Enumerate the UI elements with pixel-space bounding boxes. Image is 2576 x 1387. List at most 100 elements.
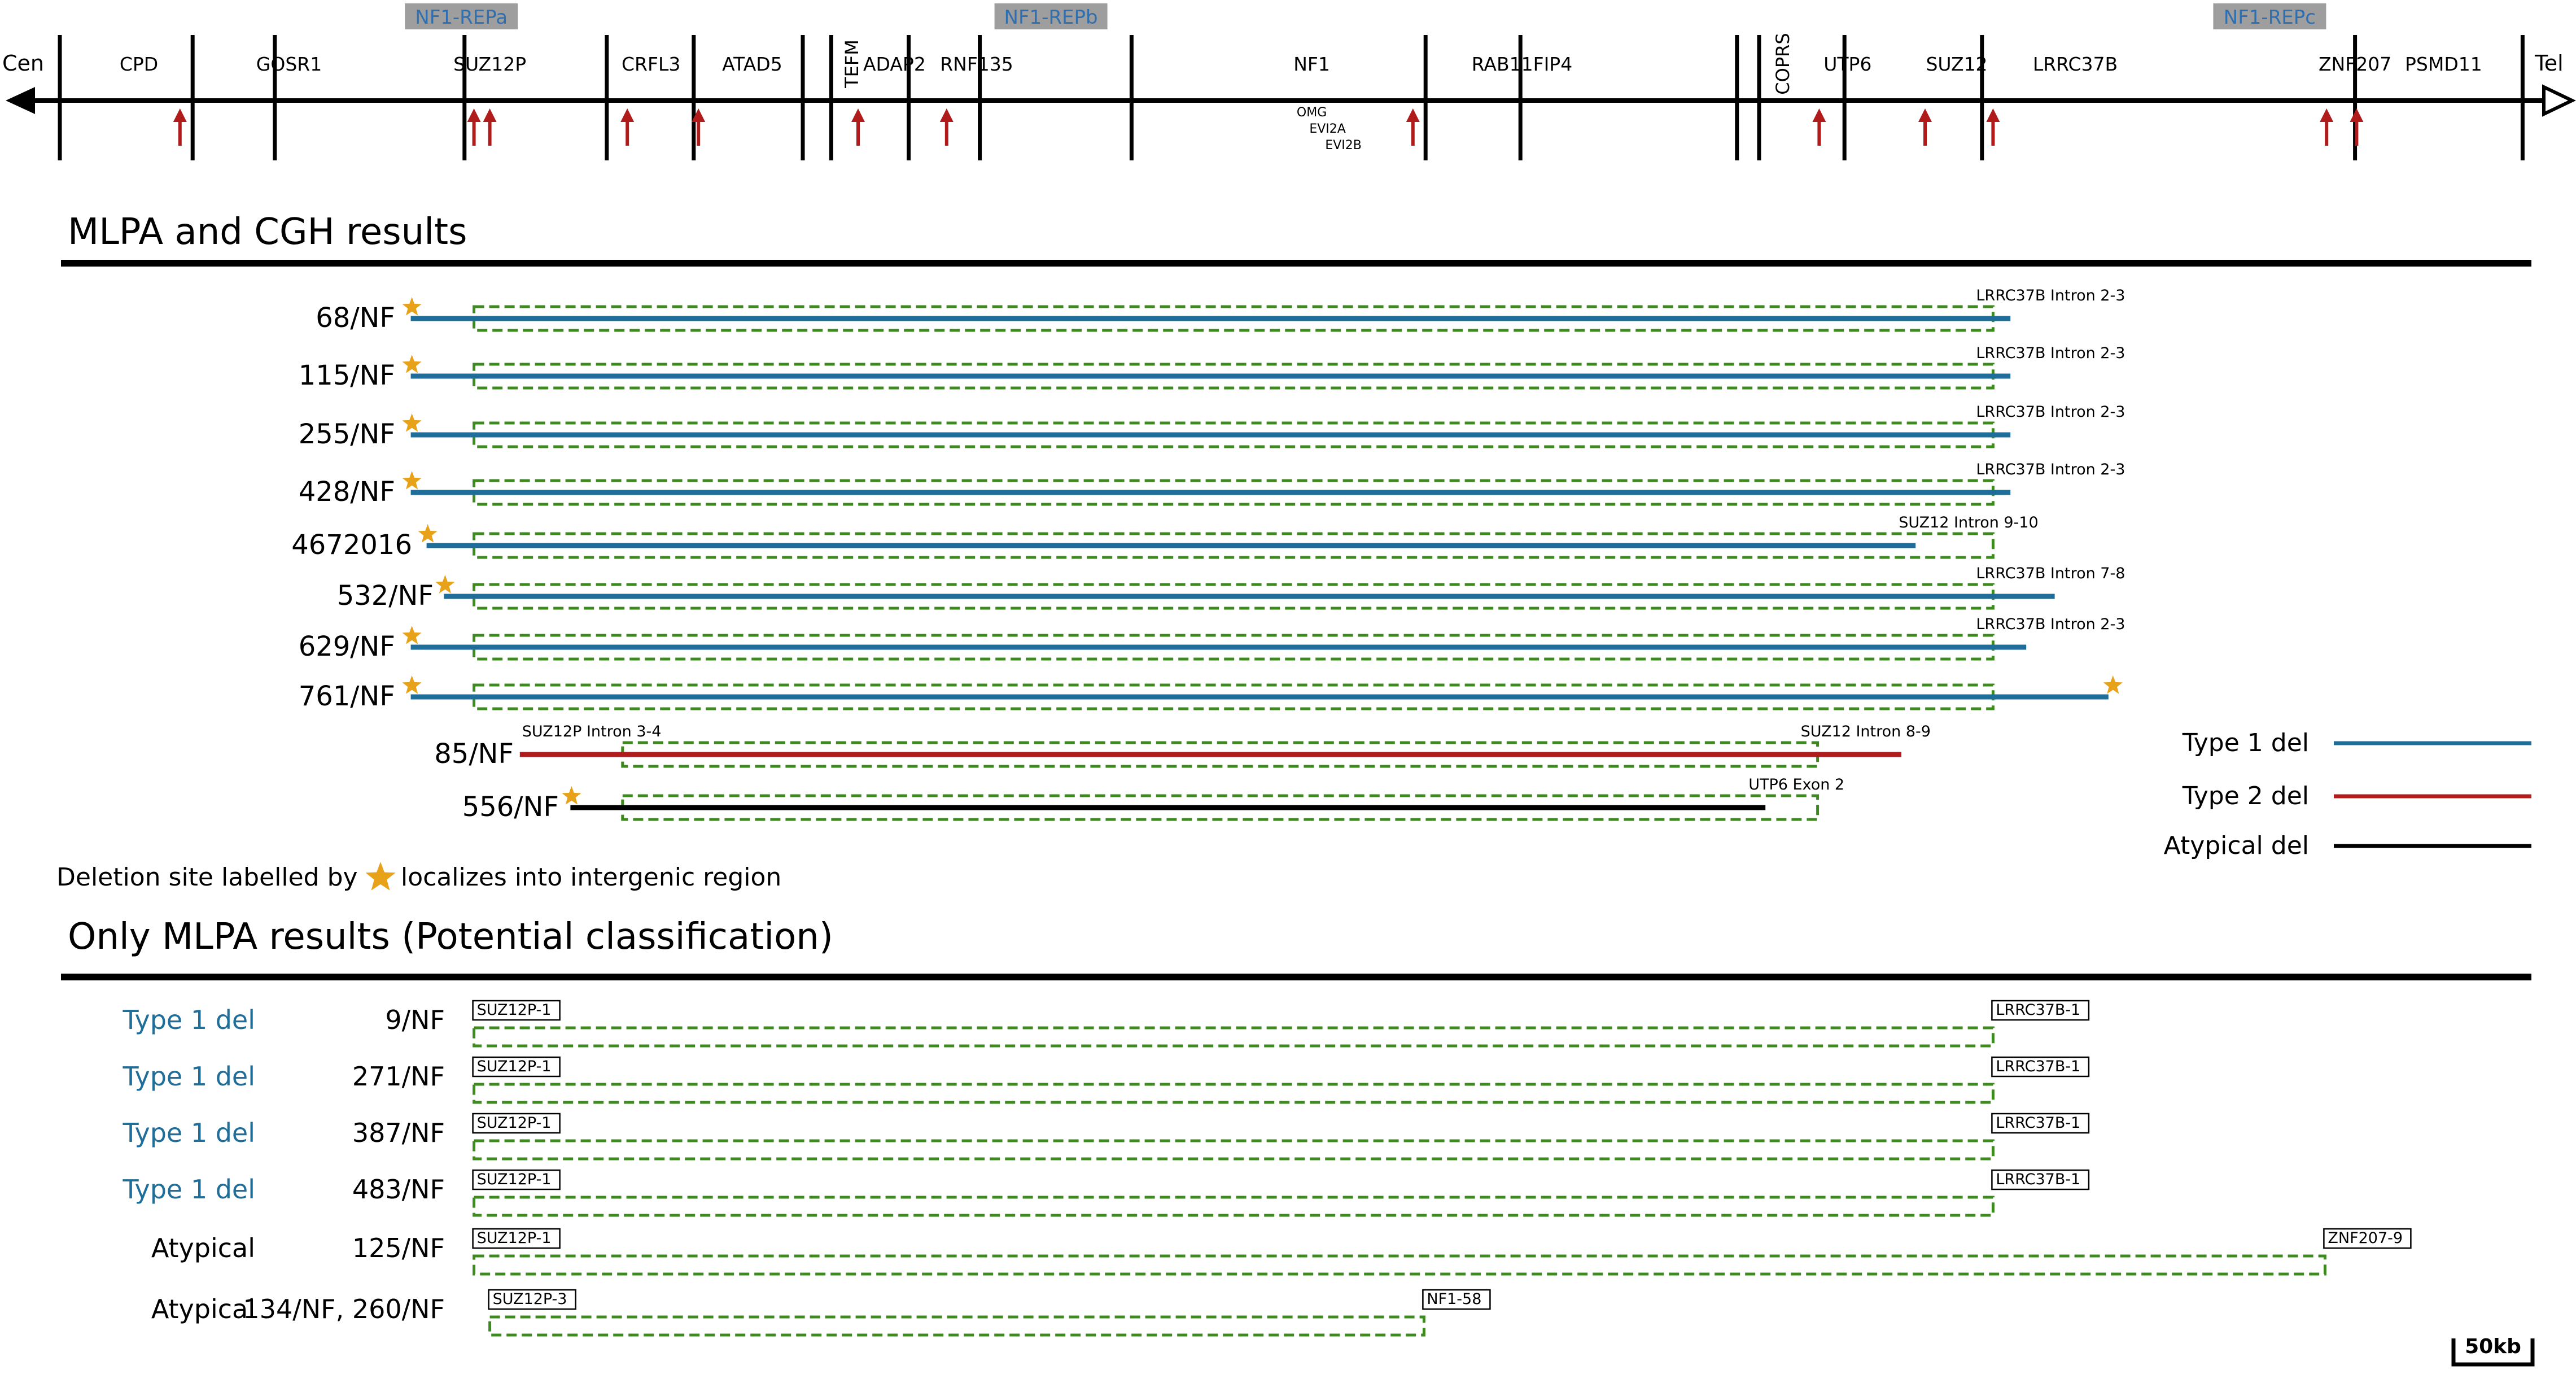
centromere-label: Cen xyxy=(2,51,44,76)
telomere-label: Tel xyxy=(2534,51,2564,76)
probe-end-label: LRRC37B-1 xyxy=(1996,1171,2080,1188)
dashed-deletion-box xyxy=(488,1315,1425,1337)
probe-end-label-frame xyxy=(1991,1056,2090,1078)
star-icon xyxy=(365,862,396,891)
dashed-deletion-box xyxy=(473,1254,2326,1276)
gene-boundaries xyxy=(58,35,2525,160)
probe-end-label: LRRC37B-1 xyxy=(1996,1058,2080,1075)
gene-label-utp6: UTP6 xyxy=(1823,53,1871,75)
gene-label-adap2: ADAP2 xyxy=(863,53,926,75)
cgh-row: 4672016 SUZ12 Intron 9-10 xyxy=(291,514,2039,561)
start-star-icon xyxy=(402,471,422,490)
probe-end-label-frame xyxy=(1991,1000,2090,1021)
probe-arrow-icon xyxy=(2320,108,2334,122)
sample-label: 532/NF xyxy=(337,580,434,612)
repeat-box-3 xyxy=(2213,3,2326,29)
gene-label-psmd11: PSMD11 xyxy=(2405,53,2482,75)
sample-label: 9/NF xyxy=(385,1005,445,1035)
sample-label: 271/NF xyxy=(352,1061,445,1092)
gene-label-suz12: SUZ12 xyxy=(1926,53,1987,75)
gene-label-gosr1: GOSR1 xyxy=(256,53,322,75)
gene-label-rab11fip4: RAB11FIP4 xyxy=(1472,53,1572,75)
legend-label: Atypical del xyxy=(2164,831,2309,860)
probe-arrow-icon xyxy=(692,108,706,122)
gene-label-znf207: ZNF207 xyxy=(2319,53,2391,75)
start-star-icon xyxy=(402,626,422,644)
legend-label: Type 2 del xyxy=(2182,782,2309,810)
probe-arrow-icon xyxy=(2350,108,2364,122)
dashed-deletion-box xyxy=(473,1139,1995,1161)
sample-label: 68/NF xyxy=(316,302,395,334)
gene-label-tefm: TEFM xyxy=(841,40,863,89)
probe-end-label: LRRC37B-1 xyxy=(1996,1001,2080,1019)
scale-bar-label: 50kb xyxy=(2465,1335,2521,1358)
probe-start-label: SUZ12P-3 xyxy=(493,1290,567,1308)
probe-arrow-icon xyxy=(1918,108,1932,122)
gene-label-suz12p: SUZ12P xyxy=(453,53,526,75)
start-star-icon xyxy=(402,413,422,432)
legend-item-type1: Type 1 del xyxy=(2182,729,2531,757)
probe-end-label-frame xyxy=(1991,1113,2090,1134)
probe-start-label: SUZ12P-1 xyxy=(477,1114,552,1132)
classification-label: Atypical xyxy=(151,1294,255,1324)
cgh-row: 761/NF xyxy=(299,675,2123,712)
breakpoint-end-label: SUZ12 Intron 9-10 xyxy=(1899,514,2039,531)
breakpoint-end-label: SUZ12 Intron 8-9 xyxy=(1801,723,1931,740)
gene-label-cpd: CPD xyxy=(120,53,158,75)
probe-arrow-icon xyxy=(467,108,481,122)
classification-label: Type 1 del xyxy=(123,1118,255,1148)
probe-arrows xyxy=(173,108,2364,146)
probe-arrow-icon xyxy=(483,108,497,122)
probe-arrow-icon xyxy=(1406,108,1420,122)
probe-arrow-icon xyxy=(173,108,187,122)
sample-label: 134/NF, 260/NF xyxy=(243,1294,445,1324)
repeat-label: NF1-REPa xyxy=(415,6,508,29)
mlpa-cgh-heading: MLPA and CGH results xyxy=(68,211,467,253)
subgene-label-evi2b: EVI2B xyxy=(1325,138,1362,152)
probe-end-label: ZNF207-9 xyxy=(2328,1229,2403,1247)
classification-label: Type 1 del xyxy=(123,1174,255,1205)
gene-label-crfl3: CRFL3 xyxy=(622,53,680,75)
legend-item-type2: Type 2 del xyxy=(2182,782,2531,810)
probe-arrow-icon xyxy=(939,108,954,122)
probe-arrow-icon xyxy=(851,108,865,122)
sample-label: 255/NF xyxy=(299,418,395,450)
dashed-deletion-box xyxy=(473,1083,1995,1104)
subgene-label-evi2a: EVI2A xyxy=(1309,122,1346,136)
breakpoint-end-label: LRRC37B Intron 2-3 xyxy=(1976,616,2125,633)
sample-label: 629/NF xyxy=(299,631,395,662)
repeat-box-2 xyxy=(994,3,1108,29)
breakpoint-end-label: LRRC37B Intron 2-3 xyxy=(1976,344,2125,362)
start-star-icon xyxy=(435,575,455,594)
repeat-label: NF1-REPc xyxy=(2224,6,2316,29)
probe-arrow-icon xyxy=(1812,108,1826,122)
end-star-icon xyxy=(2103,675,2123,694)
gene-label-rnf135: RNF135 xyxy=(940,53,1013,75)
breakpoint-end-label: LRRC37B Intron 2-3 xyxy=(1976,403,2125,421)
cgh-row: 115/NF LRRC37B Intron 2-3 xyxy=(299,344,2125,391)
sample-label: 115/NF xyxy=(299,360,395,391)
probe-end-label-frame xyxy=(1991,1169,2090,1190)
telomere-arrowhead xyxy=(2542,84,2576,117)
dashed-deletion-box xyxy=(473,1196,1995,1217)
sample-label: 4672016 xyxy=(291,529,412,561)
sample-label: 483/NF xyxy=(352,1174,445,1205)
classification-label: Type 1 del xyxy=(123,1061,255,1092)
scale-bar: 50kb xyxy=(2451,1335,2535,1367)
probe-arrow-icon xyxy=(1986,108,2000,122)
